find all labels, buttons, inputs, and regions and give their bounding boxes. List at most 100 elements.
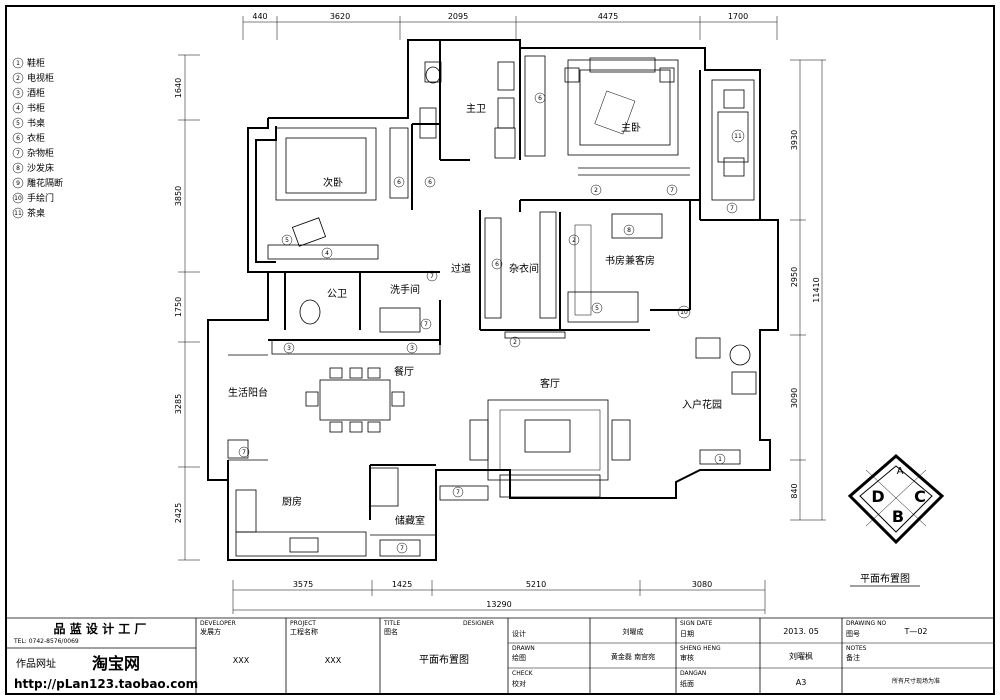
- svg-text:DRAWN: DRAWN: [512, 645, 535, 652]
- svg-text:4: 4: [325, 250, 329, 257]
- svg-text:发展方: 发展方: [200, 627, 221, 636]
- svg-text:SIGN DATE: SIGN DATE: [680, 620, 712, 627]
- svg-text:7: 7: [430, 273, 434, 280]
- legend-item: 8 沙发床: [12, 162, 54, 174]
- furniture-linework: [227, 55, 757, 557]
- bottom-dimension-line: 3575 1425 5210 3080 13290: [232, 580, 766, 614]
- svg-text:8: 8: [627, 227, 631, 234]
- svg-text:绘图: 绘图: [512, 653, 526, 662]
- room-label-living: 客厅: [540, 377, 560, 390]
- legend: 1 鞋柜 2 电视柜 3 酒柜 4 书柜 5 书桌 6 衣柜 7 杂物柜 8 沙…: [12, 57, 63, 219]
- svg-text:6: 6: [16, 135, 20, 142]
- legend-item: 10 手绘门: [12, 192, 54, 204]
- svg-text:5: 5: [16, 120, 20, 127]
- svg-text:5: 5: [595, 305, 599, 312]
- compass-label-a: A: [897, 466, 904, 477]
- svg-text:DEVELOPER: DEVELOPER: [200, 620, 236, 627]
- svg-text:日期: 日期: [680, 630, 694, 638]
- svg-text:2: 2: [16, 75, 20, 82]
- svg-text:2: 2: [594, 187, 598, 194]
- room-label-dining: 餐厅: [394, 365, 414, 378]
- right-dimension-line: 3930 2950 3090 840 11410: [790, 59, 826, 521]
- svg-text:6: 6: [538, 95, 542, 102]
- compass-label-b: B: [892, 507, 904, 526]
- compass-label-c: C: [914, 487, 926, 506]
- legend-item: 7 杂物柜: [12, 147, 54, 159]
- room-label-study: 书房兼客房: [605, 254, 655, 267]
- sheet-border: [5, 5, 995, 695]
- legend-item: 4 书柜: [12, 102, 45, 114]
- dimension-label: 3850: [174, 186, 183, 206]
- svg-text:DRAWING NO: DRAWING NO: [846, 620, 887, 627]
- date-value: 2013. 05: [783, 627, 819, 636]
- svg-text:2: 2: [513, 339, 517, 346]
- project-value: XXX: [325, 656, 342, 665]
- svg-text:DANGAN: DANGAN: [680, 670, 706, 677]
- svg-text:茶桌: 茶桌: [27, 207, 45, 219]
- svg-text:3: 3: [16, 90, 20, 97]
- notes-value: 所有尺寸现场为准: [892, 677, 940, 685]
- svg-text:1: 1: [16, 60, 20, 67]
- room-label-storage: 储藏室: [395, 514, 425, 527]
- svg-text:PROJECT: PROJECT: [290, 620, 316, 627]
- svg-text:雕花隔断: 雕花隔断: [27, 177, 63, 189]
- room-labels: 主卫 主卧 次卧 过道 杂衣间 书房兼客房 公卫 洗手间 餐厅 客厅 生活阳台 …: [228, 103, 722, 527]
- dimension-label: 1750: [174, 297, 183, 317]
- svg-text:审核: 审核: [680, 653, 694, 662]
- svg-text:CHECK: CHECK: [512, 670, 534, 677]
- room-label-balcony: 生活阳台: [228, 386, 268, 399]
- legend-item: 6 衣柜: [12, 132, 45, 144]
- svg-text:衣柜: 衣柜: [27, 132, 45, 144]
- company-name: 品 蓝 设 计 工 厂: [54, 621, 147, 636]
- dimension-label: 3575: [293, 580, 313, 589]
- dimension-label: 3080: [692, 580, 712, 589]
- dimension-label: 3620: [330, 12, 350, 21]
- room-label-washroom: 洗手间: [390, 283, 420, 296]
- room-label-garden: 入户花园: [682, 398, 722, 411]
- drawing-number: T—02: [903, 627, 927, 636]
- shop-name: 淘宝网: [92, 654, 140, 673]
- dimension-label: 11410: [812, 277, 821, 302]
- dimension-label: 4475: [598, 12, 618, 21]
- svg-text:3: 3: [287, 345, 291, 352]
- room-label-second-bedroom: 次卧: [323, 176, 343, 189]
- legend-item: 2 电视柜: [12, 72, 54, 84]
- svg-text:2: 2: [572, 237, 576, 244]
- plan-title: 平面布置图: [860, 573, 910, 585]
- svg-text:3: 3: [410, 345, 414, 352]
- svg-text:备注: 备注: [846, 653, 860, 662]
- svg-text:1: 1: [718, 456, 722, 463]
- svg-text:图名: 图名: [384, 627, 398, 636]
- svg-text:10: 10: [14, 195, 22, 202]
- site-label: 作品网址: [16, 657, 56, 670]
- floor-plan-walls: [207, 39, 779, 561]
- svg-text:7: 7: [456, 489, 460, 496]
- svg-text:工程名称: 工程名称: [290, 627, 318, 636]
- legend-item: 1 鞋柜: [12, 57, 45, 69]
- svg-text:纸面: 纸面: [680, 679, 694, 688]
- developer-value: XXX: [233, 656, 250, 665]
- room-label-corridor: 过道: [451, 262, 471, 275]
- svg-text:6: 6: [495, 261, 499, 268]
- drawn-name: 黄金磊 南宫宛: [611, 652, 655, 661]
- svg-text:7: 7: [730, 205, 734, 212]
- furniture-tags: 6 2 7 11 7 6 6 5 4 6 2 8 5 10 7 3 3 2 1 …: [238, 92, 745, 554]
- svg-text:图号: 图号: [846, 630, 860, 638]
- svg-text:11: 11: [14, 210, 22, 217]
- dimension-label: 840: [790, 483, 799, 498]
- svg-text:手绘门: 手绘门: [27, 192, 54, 204]
- paper-size: A3: [796, 678, 807, 687]
- svg-text:沙发床: 沙发床: [27, 162, 54, 174]
- legend-item: 3 酒柜: [12, 87, 45, 99]
- svg-text:酒柜: 酒柜: [27, 87, 45, 99]
- svg-text:7: 7: [242, 449, 246, 456]
- svg-text:6: 6: [428, 179, 432, 186]
- svg-text:6: 6: [397, 179, 401, 186]
- svg-text:7: 7: [400, 545, 404, 552]
- dimension-label: 3285: [174, 394, 183, 414]
- dimension-label: 2950: [790, 267, 799, 287]
- svg-text:10: 10: [680, 309, 688, 316]
- company-subline: TEL: 0742-8576/0069: [13, 638, 79, 645]
- svg-text:8: 8: [16, 165, 20, 172]
- svg-text:5: 5: [285, 237, 289, 244]
